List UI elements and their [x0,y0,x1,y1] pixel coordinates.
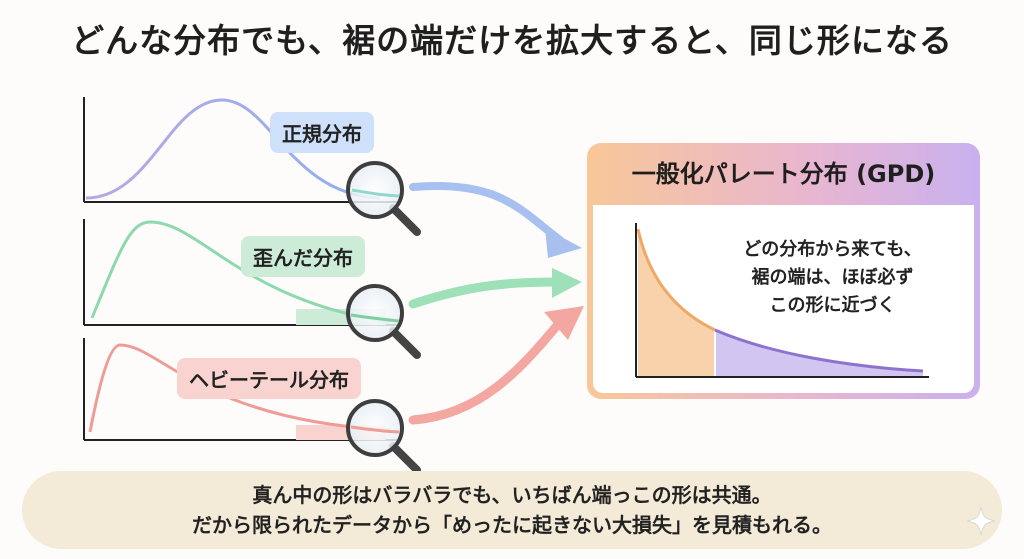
magnifier-icon [346,284,421,359]
sparkle-icon [966,506,996,536]
skewed-curve [90,220,391,324]
magnifier-icon [346,399,421,474]
heavy-tail-distribution-label: ヘビーテール分布 [177,358,361,399]
red-arrow [408,317,565,425]
page-title: どんな分布でも、裾の端だけを拡大すると、同じ形になる [71,21,953,60]
gpd-note-line: この形に近づく [769,295,896,316]
blue-arrowhead [545,228,582,258]
green-arrow [408,277,561,309]
gpd-curve-left [636,228,716,332]
blue-arrow [409,182,564,244]
gpd-note-line: 裾の端は、ほぼ必ず [751,267,914,288]
green-arrowhead [552,268,582,298]
magnifier-icon [346,161,421,236]
skewed-distribution-label: 歪んだ分布 [241,236,365,277]
normal-curve [85,98,381,200]
heavy-tail-curve [88,343,391,433]
gpd-curve-right [714,328,924,373]
gpd-title: 一般化パレート分布 (GPD) [631,160,936,188]
normal-distribution-panel [83,97,400,203]
gpd-box: 一般化パレート分布 (GPD) [587,143,980,399]
conclusion-banner: 真ん中の形はバラバラでも、いちばん端っこの形は共通。 だから限られたデータから「… [22,471,1002,549]
red-arrowhead [544,306,584,340]
conclusion-line-1: 真ん中の形はバラバラでも、いちばん端っこの形は共通。 [252,483,772,507]
gpd-note: どの分布から来ても、 裾の端は、ほぼ必ず この形に近づく [700,236,965,320]
normal-distribution-label: 正規分布 [270,112,374,153]
conclusion-line-2: だから限られたデータから「めったに起きない大損失」を見積もれる。 [192,513,832,537]
gpd-plot-area [593,205,974,393]
gpd-note-line: どの分布から来ても、 [743,239,922,260]
gpd-plot [635,223,929,378]
